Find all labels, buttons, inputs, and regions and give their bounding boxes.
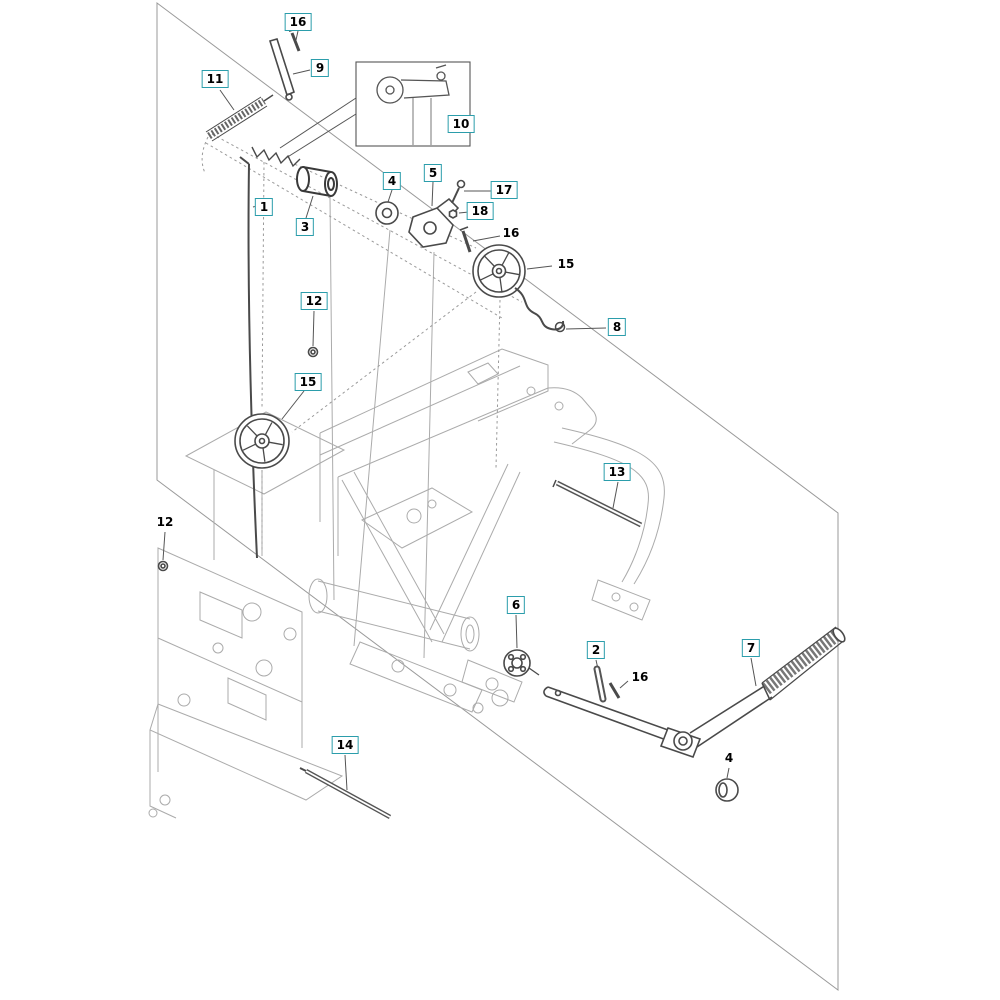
part-pulley-15-left [234, 413, 290, 469]
callout-16-0[interactable]: 16 [284, 13, 312, 31]
callout-5-7[interactable]: 5 [423, 164, 443, 182]
part-rod-9 [268, 38, 295, 101]
part-pin-2 [593, 665, 607, 703]
callout-14-22[interactable]: 14 [331, 736, 359, 754]
part-cable-11 [205, 94, 274, 142]
part-rod-1 [239, 156, 258, 559]
part-hook-8 [514, 287, 566, 333]
callout-7-20[interactable]: 7 [741, 639, 761, 657]
callout-16-10[interactable]: 16 [502, 226, 520, 240]
part-pulley-4-upper [375, 201, 399, 225]
part-spring [251, 146, 301, 168]
part-nut-18 [448, 209, 458, 219]
callout-6-17[interactable]: 6 [506, 596, 526, 614]
callout-4-21[interactable]: 4 [724, 751, 734, 765]
callout-4-6[interactable]: 4 [382, 172, 402, 190]
construction-lines [201, 133, 523, 552]
detail-inset-10 [355, 61, 471, 147]
callout-12-13[interactable]: 12 [300, 292, 328, 310]
callout-10-3[interactable]: 10 [447, 115, 475, 133]
callout-16-19[interactable]: 16 [631, 670, 649, 684]
part-rod-13 [552, 479, 643, 528]
part-bolt-17 [451, 179, 466, 204]
callout-18-9[interactable]: 18 [466, 202, 494, 220]
callout-2-18[interactable]: 2 [586, 641, 606, 659]
part-pin-16-right [608, 682, 621, 699]
chassis-frame [148, 195, 665, 819]
part-nut-12-upper [307, 346, 319, 358]
part-rod-14 [299, 767, 392, 819]
callout-3-5[interactable]: 3 [295, 218, 315, 236]
boundary-frame [156, 2, 839, 991]
callout-1-4[interactable]: 1 [254, 198, 274, 216]
part-nut-12-left [157, 560, 169, 572]
parts [157, 27, 846, 819]
callout-15-14[interactable]: 15 [294, 373, 322, 391]
callout-11-2[interactable]: 11 [201, 70, 229, 88]
callout-9-1[interactable]: 9 [310, 59, 330, 77]
callout-13-15[interactable]: 13 [603, 463, 631, 481]
callout-12-16[interactable]: 12 [156, 515, 174, 529]
callout-8-12[interactable]: 8 [607, 318, 627, 336]
part-pin-16-mid [459, 226, 472, 253]
callout-15-11[interactable]: 15 [557, 257, 575, 271]
callout-17-8[interactable]: 17 [490, 181, 518, 199]
part-bracket-5 [408, 197, 460, 248]
part-bushing-3 [296, 166, 338, 197]
part-clutch-6 [503, 649, 540, 677]
part-pulley-15-right [472, 244, 526, 298]
part-cap-4-lower [715, 778, 739, 802]
part-lever-7 [543, 626, 846, 759]
